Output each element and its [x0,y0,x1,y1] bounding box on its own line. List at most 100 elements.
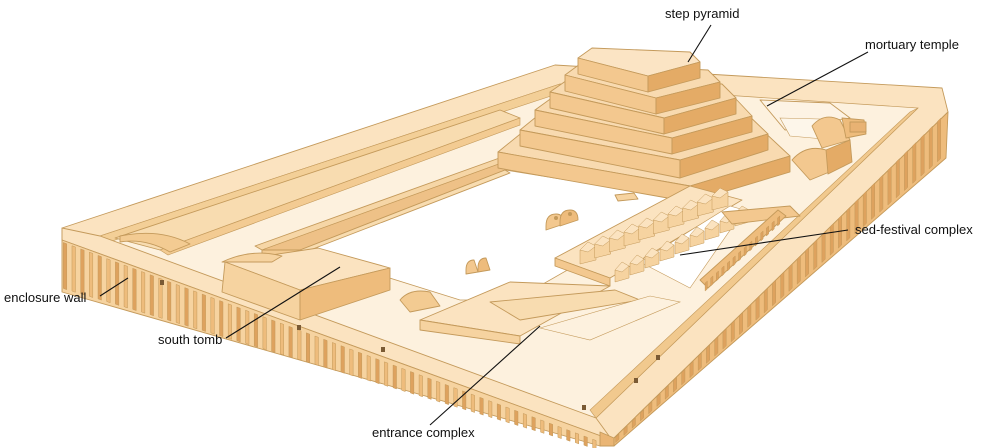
wall-niche [575,432,579,445]
wall-niche [747,303,752,328]
wall-niche [887,166,892,206]
wall-niche [306,332,310,364]
wall-niche [71,245,76,293]
chapel-roof [614,261,630,273]
leader-sed-festival [679,229,849,256]
wall-niche [766,225,769,237]
wall-niche [349,348,354,377]
wall-niche [739,312,743,336]
leader-entrance-complex [429,325,541,426]
wall-niche [615,433,620,444]
wall-niche [227,303,232,340]
wall-niche [557,425,562,439]
wall-niche [760,230,764,242]
wall-niche [184,287,189,327]
wall-niche [548,422,553,437]
wall-niche [436,380,441,403]
wall-niche [710,275,714,287]
wall-niche [366,355,371,382]
wall-niche [384,361,389,387]
wall-niche [149,274,154,317]
wall-niche [664,384,669,400]
chapel-roof [629,254,645,266]
wall-niche [314,335,319,366]
wall-niche [732,255,736,267]
wall-niche [912,141,917,184]
wall-niche [418,374,423,398]
wall-niche [771,220,775,232]
wall-niche [271,319,276,353]
wall-niche [245,309,250,345]
chapel-roof [704,219,720,231]
label-step-pyramid: step pyramid [665,6,740,21]
wall-niche [80,248,85,296]
wall-niche [730,320,735,343]
wall-niche [623,425,628,436]
wall-niche [829,222,834,256]
wall-niche [253,313,258,348]
wall-niche [115,261,120,306]
right-wall-niches [615,117,941,444]
wall-niche [479,396,484,416]
wall-niche [871,182,875,220]
wall-niche [375,358,380,385]
wall-niche [862,190,867,228]
label-enclosure-wall: enclosure wall [4,290,87,305]
wall-niche [805,247,809,278]
wall-niche [106,258,111,304]
wall-niche [743,245,747,257]
leader-south-tomb [225,266,341,339]
wall-niche [297,329,302,361]
wall-niche [721,265,725,277]
wall-niche [141,271,146,314]
sed-chapels-row-1 [579,187,729,265]
front-wall-niches [63,242,597,448]
wall-niche [640,409,644,422]
wall-niche [410,371,415,395]
wall-niche [453,387,458,408]
entrance-complex [399,281,682,345]
leader-mortuary-temple [766,51,869,107]
step-pyramid [497,47,791,203]
wall-niche [722,328,727,350]
wall-niche [531,416,536,432]
sed-festival-complex [554,185,801,292]
wall-niche [522,413,527,429]
wall-niche [340,345,345,374]
wall-niche [838,214,842,249]
chapel-roof [644,247,660,259]
wall-niche [167,280,172,322]
label-south-tomb: south tomb [158,332,223,347]
wall-niche [704,280,708,292]
wall-niche [262,316,267,351]
wall-niche [879,174,884,213]
wall-niche [895,158,900,199]
wall-niche [689,360,694,379]
wall-niche [592,438,597,448]
label-mortuary-temple: mortuary temple [865,37,959,52]
label-entrance-complex: entrance complex [372,425,475,440]
south-tomb [119,232,391,321]
wall-niche [716,270,719,282]
wall-niche [813,239,818,271]
wall-niche [392,364,397,390]
wall-niche [219,300,224,338]
wall-niche [714,336,719,357]
wall-niche [777,215,781,227]
wall-niche [323,338,328,369]
label-sed-festival-complex: sed-festival complex [855,222,973,237]
wall-niche [470,393,475,413]
wall-niche [279,322,284,356]
wall-niche [210,296,215,335]
wall-niche [749,240,753,252]
wall-niche [132,267,137,311]
wall-niche [566,429,571,442]
wall-niche [821,231,826,264]
wall-niche [681,368,686,386]
wall-niche [755,295,760,321]
wall-niche [63,242,68,291]
wall-niche [904,150,908,192]
wall-niche [236,306,241,343]
wall-niche [796,255,801,285]
